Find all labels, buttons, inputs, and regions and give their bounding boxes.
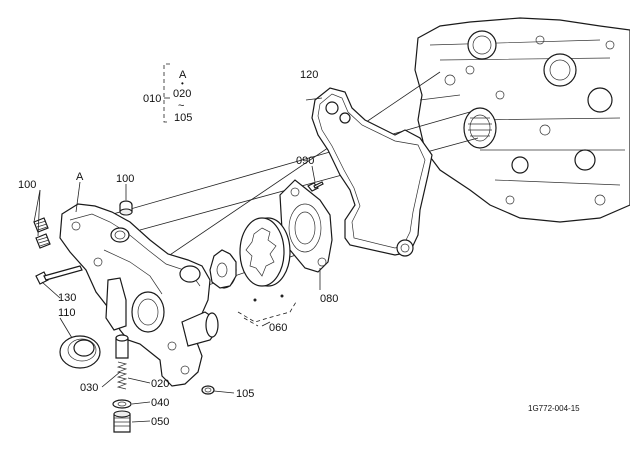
label-120: 120 <box>300 69 318 81</box>
label-a-index: A <box>179 69 187 81</box>
gasket-120 <box>311 87 433 257</box>
figure-code: 1G772-004-15 <box>528 404 580 413</box>
plugs-100-left <box>33 217 51 249</box>
label-060: 060 <box>269 322 287 334</box>
relief-valve-stack <box>112 334 132 433</box>
label-090: 090 <box>296 155 314 167</box>
gear-case-body <box>59 203 219 387</box>
label-100-right: 100 <box>116 173 134 185</box>
index-brace-010 <box>163 63 170 123</box>
label-105: 105 <box>236 388 254 400</box>
label-100-left: 100 <box>18 179 36 191</box>
label-040: 040 <box>151 397 169 409</box>
bolt-090 <box>307 181 324 192</box>
bolt-130 <box>35 265 83 285</box>
index-dot: • <box>181 79 184 88</box>
inner-rotor <box>209 249 237 289</box>
label-110: 110 <box>58 307 76 319</box>
label-105-index: 105 <box>174 112 192 124</box>
label-a: A <box>76 171 84 183</box>
label-030: 030 <box>80 382 98 394</box>
leader-lines <box>33 97 323 423</box>
label-080: 080 <box>320 293 338 305</box>
engine-block <box>414 17 630 223</box>
labels: 010 A • 020 ~ 105 120 100 A 100 090 130 … <box>18 69 580 428</box>
plug-100-right <box>119 200 133 216</box>
label-tilde: ~ <box>178 100 184 112</box>
outer-rotor <box>239 217 291 287</box>
bracket-060 <box>237 294 297 327</box>
label-130: 130 <box>58 292 76 304</box>
label-020: 020 <box>151 378 169 390</box>
oil-seal-110 <box>59 335 101 369</box>
label-010: 010 <box>143 93 161 105</box>
o-ring-105 <box>201 385 215 395</box>
label-020-index: 020 <box>173 88 191 100</box>
label-050: 050 <box>151 416 169 428</box>
